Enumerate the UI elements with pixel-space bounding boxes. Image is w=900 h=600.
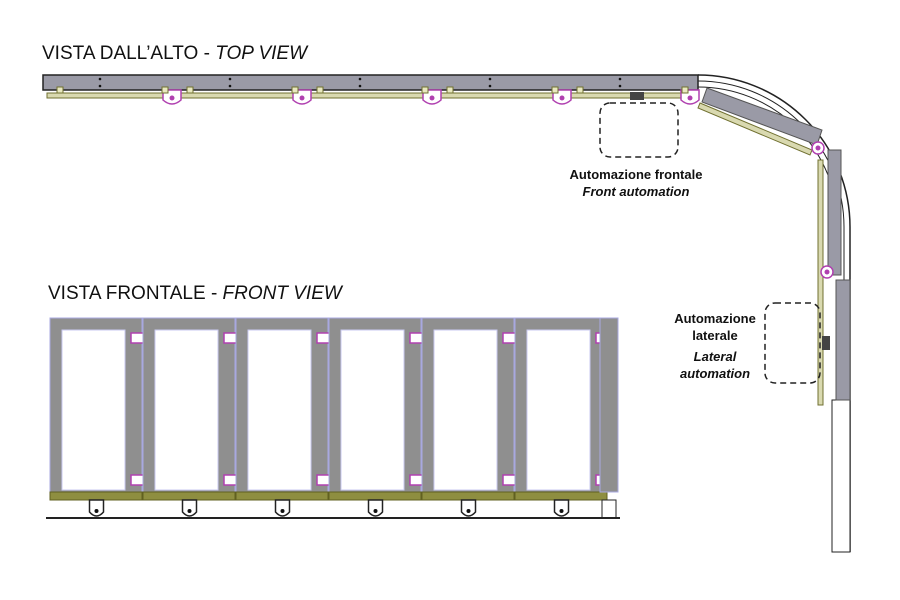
top-hinge-pin (429, 95, 435, 101)
top-hinge-pin (559, 95, 565, 101)
top-hinge-pin (169, 95, 175, 101)
front-view-title-it: VISTA FRONTALE - (48, 283, 223, 304)
front-view-title: VISTA FRONTALE - FRONT VIEW (48, 283, 342, 305)
front-wheel (181, 499, 198, 517)
rail-screw (618, 77, 622, 81)
side-panel-2 (835, 279, 851, 401)
corner-track-diagonal (697, 102, 813, 156)
rail-screw (228, 77, 232, 81)
vertical-rail-end (831, 399, 851, 553)
rail-screw (98, 77, 102, 81)
front-wheel-axle (466, 509, 471, 513)
front-end-wheel (601, 499, 617, 519)
front-automation-label: Automazione frontale Front automation (556, 166, 716, 200)
rail-screw (488, 77, 492, 81)
front-wheel (274, 499, 291, 517)
front-wheel (367, 499, 384, 517)
top-hinge-pin (687, 95, 693, 101)
corner-hinge-pin (815, 145, 821, 151)
front-bottom-track (328, 491, 422, 501)
front-wheel-axle (559, 509, 564, 513)
top-view-title-en: TOP VIEW (215, 43, 308, 64)
track-clip (551, 86, 559, 94)
rail-screw (98, 84, 102, 88)
track-clip (161, 86, 169, 94)
front-end-panel (599, 317, 619, 493)
front-bottom-track (49, 491, 143, 501)
rail-screw (228, 84, 232, 88)
front-bottom-track (514, 491, 608, 501)
track-clip (681, 86, 689, 94)
corner-hinge-pin (824, 269, 830, 275)
front-automation-gear (630, 92, 644, 100)
lateral-automation-motor-box (764, 302, 821, 384)
top-rail (42, 74, 699, 91)
track-clip (446, 86, 454, 94)
lateral-automation-label-it-2: laterale (692, 328, 738, 343)
front-automation-motor-box (599, 102, 679, 158)
front-panel-glass (526, 329, 591, 491)
front-panel-glass (61, 329, 126, 491)
front-wheel-axle (280, 509, 285, 513)
front-automation-label-en: Front automation (582, 184, 690, 199)
front-bottom-track (421, 491, 515, 501)
rail-screw (358, 77, 362, 81)
side-track (817, 159, 824, 406)
front-panel-glass (340, 329, 405, 491)
rail-screw (488, 84, 492, 88)
lateral-automation-gear (822, 336, 830, 350)
front-wheel-axle (187, 509, 192, 513)
track-clip (421, 86, 429, 94)
front-wheel-axle (373, 509, 378, 513)
track-clip (56, 86, 64, 94)
rail-screw (358, 84, 362, 88)
lateral-automation-label-en-2: automation (679, 366, 751, 381)
track-clip (291, 86, 299, 94)
track-clip (316, 86, 324, 94)
track-clip (186, 86, 194, 94)
curved-rail (697, 74, 851, 552)
side-panel-1 (827, 149, 842, 276)
front-wheel (553, 499, 570, 517)
front-automation-label-it: Automazione frontale (569, 167, 703, 182)
top-track (46, 92, 693, 99)
lateral-automation-label-en-1: Lateral (693, 349, 737, 364)
front-wheel-axle (94, 509, 99, 513)
front-panel-glass (154, 329, 219, 491)
front-panel-glass (433, 329, 498, 491)
lateral-automation-label-it-1: Automazione (674, 311, 756, 326)
rail-screw (618, 84, 622, 88)
front-wheel (88, 499, 105, 517)
front-panel-glass (247, 329, 312, 491)
top-view-title: VISTA DALL’ALTO - TOP VIEW (42, 43, 307, 65)
front-view-title-en: FRONT VIEW (222, 283, 342, 304)
track-clip (576, 86, 584, 94)
front-wheel (460, 499, 477, 517)
front-bottom-track (235, 491, 329, 501)
lateral-automation-label: Automazione laterale Lateral automation (660, 310, 770, 382)
top-view-title-it: VISTA DALL’ALTO - (42, 43, 216, 64)
top-hinge-pin (299, 95, 305, 101)
front-bottom-track (142, 491, 236, 501)
